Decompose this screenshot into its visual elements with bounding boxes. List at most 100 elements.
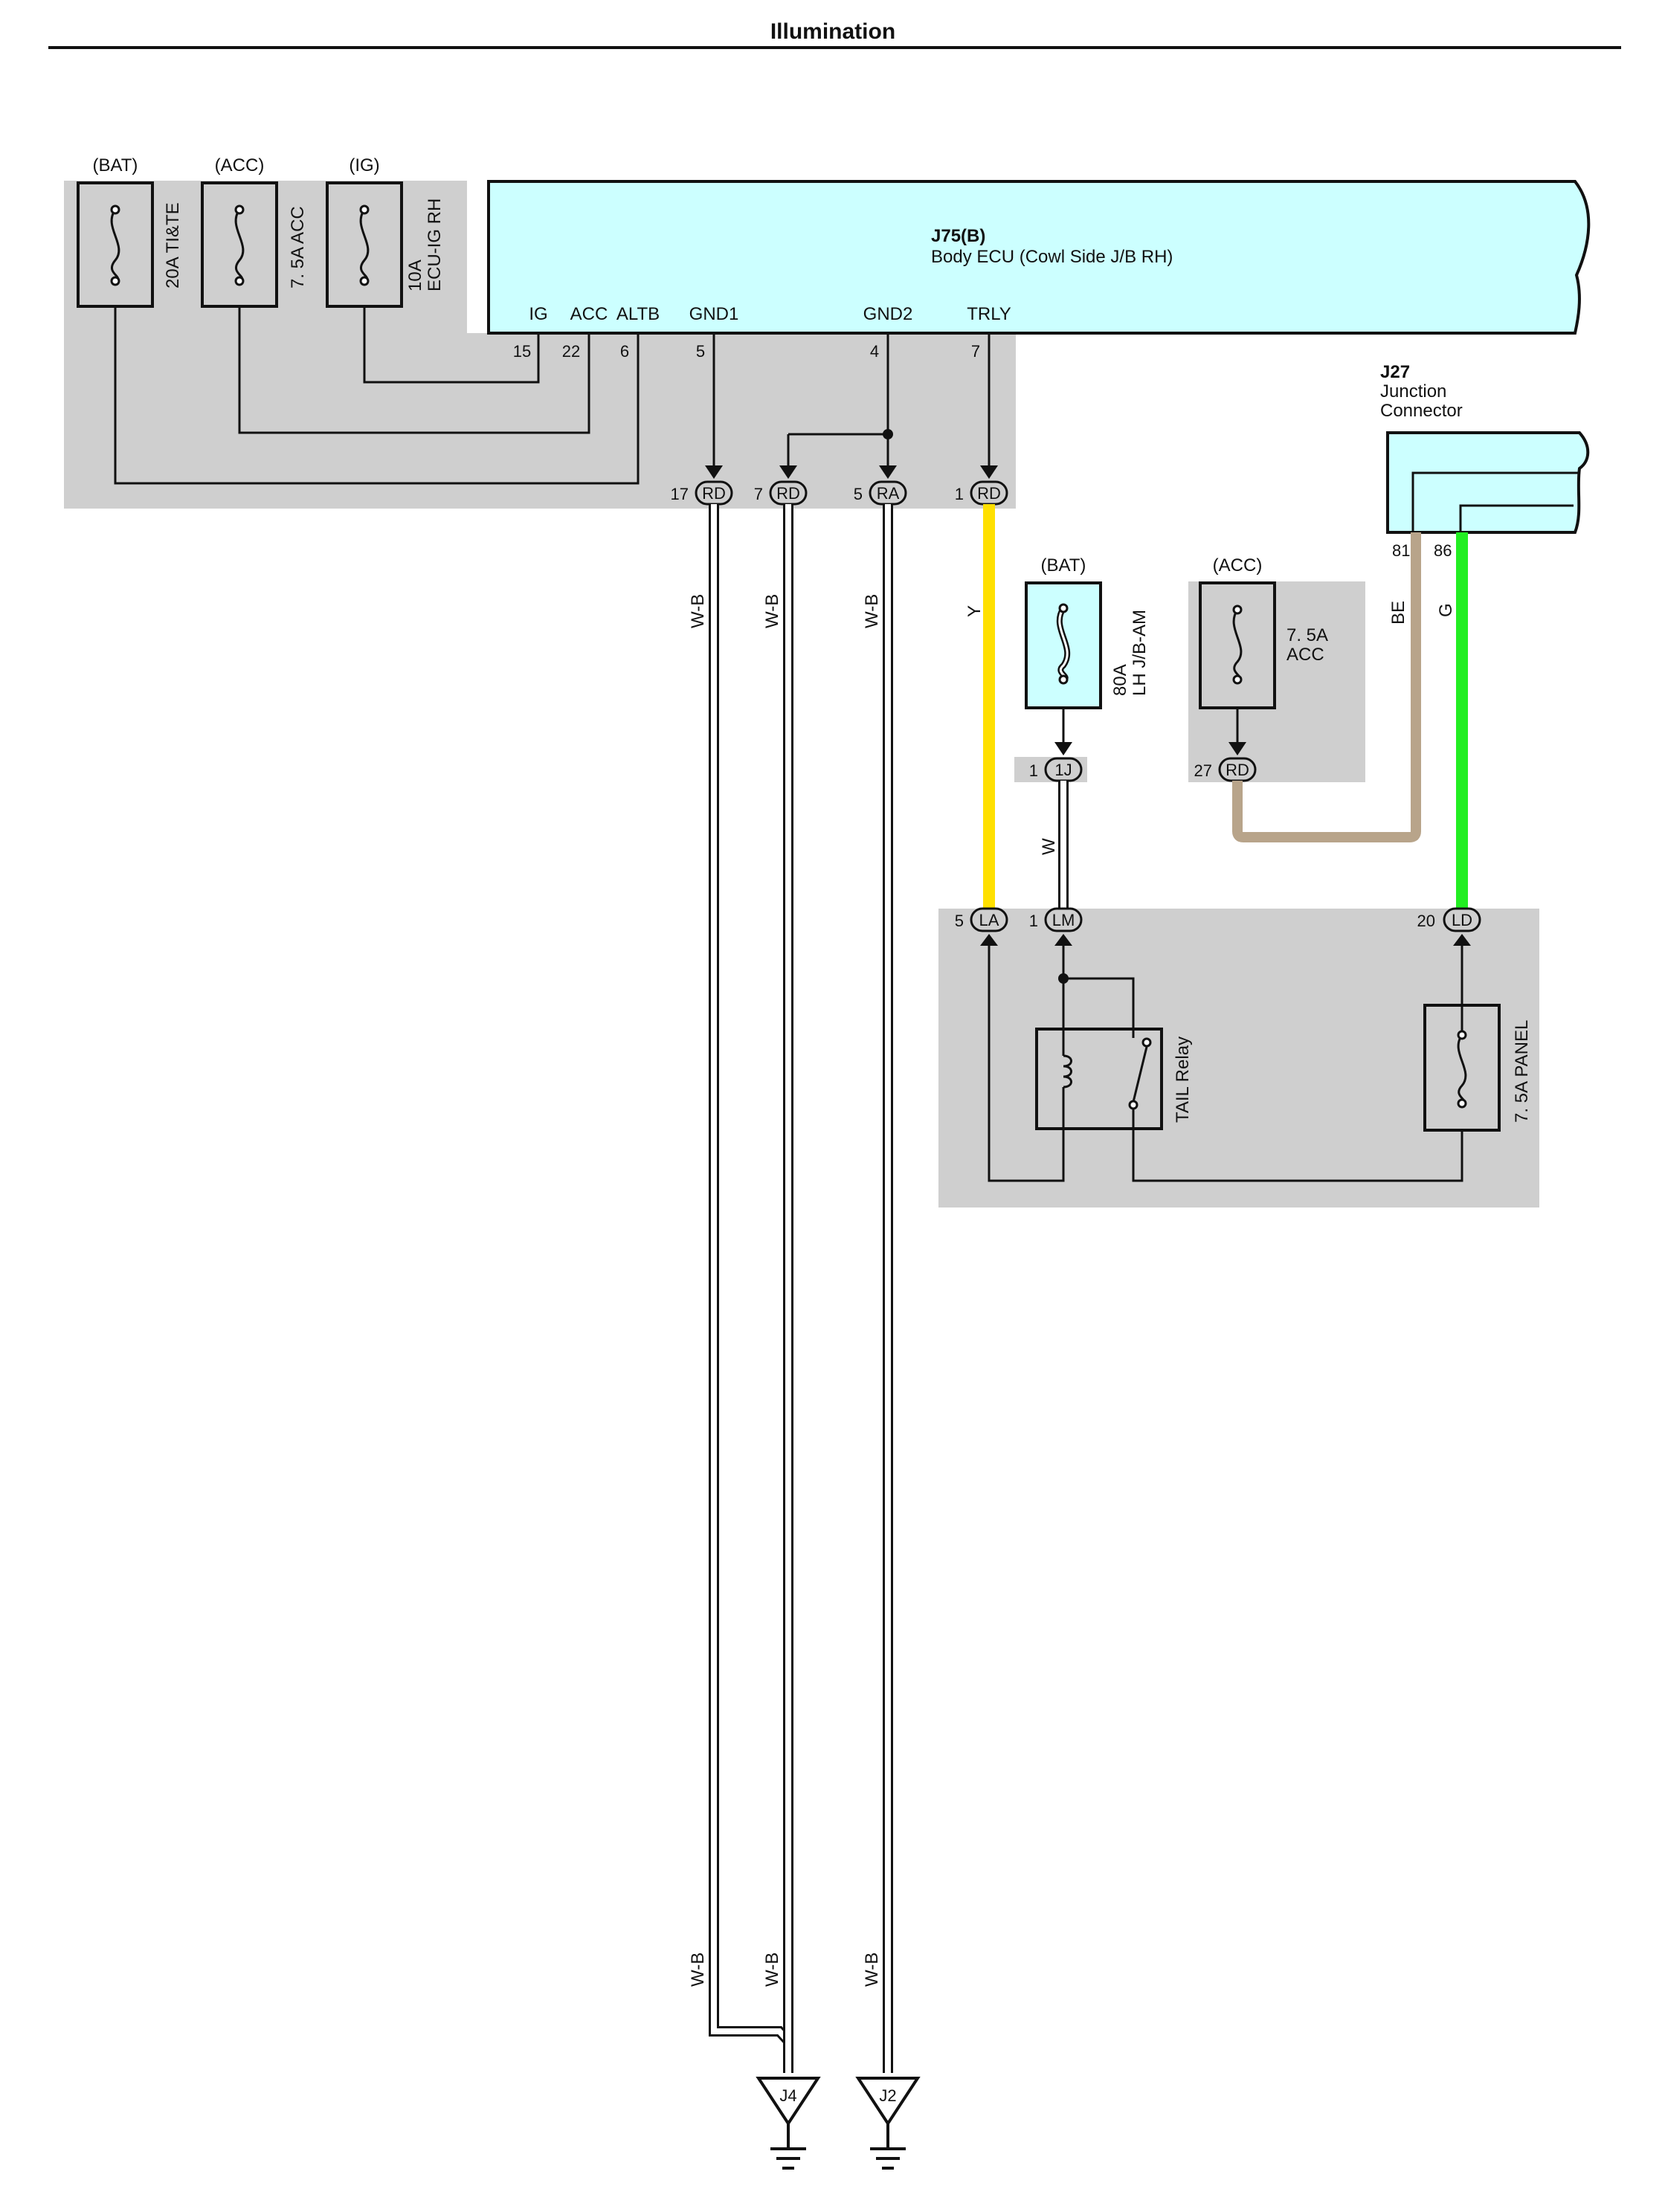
fuse-box — [77, 181, 154, 308]
wire-label-wb: W-B — [762, 594, 782, 628]
body-ecu-box — [487, 180, 1591, 335]
junction-internal-line — [1411, 471, 1579, 532]
ecu-id: J75(B) — [931, 226, 985, 246]
page-title: Illumination — [770, 19, 895, 44]
ecu-pin-label-altb: ALTB — [616, 304, 660, 324]
wire-label-wb: W-B — [762, 1953, 782, 1987]
arrow-up-icon — [1054, 934, 1072, 946]
connector-number: 1 — [1029, 912, 1038, 930]
fuse-name-label: ACC — [1286, 645, 1324, 665]
ecu-pin-number: 4 — [870, 342, 879, 361]
connector-number: 5 — [854, 485, 863, 503]
connector-number: 5 — [955, 912, 964, 930]
connector-number: 20 — [1417, 912, 1435, 930]
connector-5-la: 5 LA — [955, 907, 1008, 932]
wire-label-wb: W-B — [862, 1953, 882, 1987]
fuse-rating-label: 80A — [1110, 664, 1130, 696]
wire-label-wb: W-B — [688, 594, 708, 628]
wire-acc — [238, 306, 590, 434]
fuse-source-label: (IG) — [349, 155, 379, 175]
junction-id: J27 — [1380, 362, 1410, 382]
arrow-up-icon — [1453, 934, 1471, 946]
connector-number: 1 — [1029, 761, 1038, 780]
connector-27-rd: 27 RD — [1194, 757, 1257, 782]
wire-altb — [114, 306, 640, 485]
wire-wb-17 — [709, 504, 793, 2073]
junction-internal-line — [1459, 504, 1574, 532]
ecu-pin-number: 7 — [971, 342, 980, 361]
ecu-pin-label-gnd1: GND1 — [689, 304, 739, 324]
splice-dot — [883, 429, 893, 439]
connector-code: RD — [702, 484, 726, 503]
ground-id: J4 — [779, 2086, 796, 2105]
wire-label-w: W — [1039, 838, 1059, 855]
arrow-down-icon — [1054, 742, 1072, 755]
fuse-ecu-ig: (IG) 10A ECU-IG RH — [326, 155, 445, 308]
wire-label-g: G — [1436, 603, 1456, 617]
relay-switch-icon — [1132, 1046, 1148, 1103]
connector-1-1j: 1 1J — [1029, 757, 1083, 782]
fuse-source-label: (BAT) — [1041, 555, 1086, 575]
connector-code: RD — [1226, 761, 1249, 779]
connector-number: 1 — [955, 485, 964, 503]
connector-20-ld: 20 LD — [1417, 907, 1481, 932]
wire-label-wb: W-B — [688, 1953, 708, 1987]
wire-label-y: Y — [964, 605, 985, 617]
ecu-pin-label-trly: TRLY — [967, 304, 1011, 324]
fuse-box — [1199, 581, 1276, 709]
ground-j2: J2 — [855, 2077, 921, 2170]
wire-relay-coil-to-la — [988, 944, 1065, 1182]
fuse-80a-lh-jb-am: (BAT) 80A LH J/B-AM — [1025, 555, 1150, 709]
connector-17-rd: 17 RD — [671, 480, 733, 506]
arrow-down-icon — [1228, 742, 1246, 755]
wire-relay-feed — [1063, 977, 1135, 1038]
fuse-rating-label: 7. 5A — [1286, 625, 1328, 645]
fuse-acc: (ACC) 7. 5A ACC — [201, 155, 308, 308]
fuse-source-label: (ACC) — [215, 155, 265, 175]
arrow-down-icon — [879, 465, 897, 479]
upper-shade-region — [64, 181, 1016, 509]
ecu-pin-number: 6 — [620, 342, 629, 361]
arrow-up-icon — [980, 934, 998, 946]
fuse-box — [326, 181, 403, 308]
fuse-name-label: LH J/B-AM — [1130, 610, 1150, 696]
fuse-box — [201, 181, 278, 308]
junction-connector-box — [1386, 431, 1590, 534]
fuse-source-label: (BAT) — [93, 155, 138, 175]
ground-j4: J4 — [756, 2077, 821, 2170]
junction-name-line1: Junction — [1380, 381, 1446, 402]
fuse-name-label: ECU-IG RH — [425, 199, 445, 291]
connector-7-rd: 7 RD — [754, 480, 808, 506]
ecu-pin-label-ig: IG — [529, 304, 547, 324]
connector-1-rd: 1 RD — [955, 480, 1008, 506]
fuse-rating-label: 10A — [405, 259, 425, 291]
connector-number: 27 — [1194, 761, 1212, 780]
connector-1-lm: 1 LM — [1029, 907, 1083, 932]
arrow-down-icon — [705, 465, 723, 479]
junction-pin: 81 — [1392, 541, 1410, 560]
connector-code: LM — [1052, 911, 1075, 929]
connector-code: 1J — [1054, 761, 1072, 779]
wire-label-wb: W-B — [862, 594, 882, 628]
connector-code: RD — [977, 484, 1001, 503]
connector-code: LD — [1452, 911, 1472, 929]
junction-pin: 86 — [1434, 541, 1452, 560]
connector-number: 7 — [754, 485, 763, 503]
relay-name: TAIL Relay — [1173, 1036, 1193, 1123]
fuse-name-label: 7. 5A PANEL — [1512, 1020, 1532, 1123]
fuse-rating-label: 7. 5A ACC — [288, 206, 308, 288]
fuse-acc-right: (ACC) 7. 5A ACC — [1199, 555, 1328, 709]
ecu-pin-number: 22 — [562, 342, 580, 361]
connector-5-ra: 5 RA — [854, 480, 907, 506]
fuse-source-label: (ACC) — [1213, 555, 1263, 575]
junction-name-line2: Connector — [1380, 401, 1463, 421]
wire-label-be: BE — [1388, 601, 1408, 625]
ecu-pin-label-gnd2: GND2 — [863, 304, 913, 324]
ecu-pin-number: 5 — [696, 342, 705, 361]
relay-coil-icon — [1063, 1054, 1072, 1089]
ecu-pin-number: 15 — [513, 342, 531, 361]
connector-code: RA — [877, 484, 900, 503]
fuse-panel: 7. 5A PANEL — [1423, 944, 1532, 1132]
fuse-rating-label: 20A TI&TE — [163, 202, 183, 288]
